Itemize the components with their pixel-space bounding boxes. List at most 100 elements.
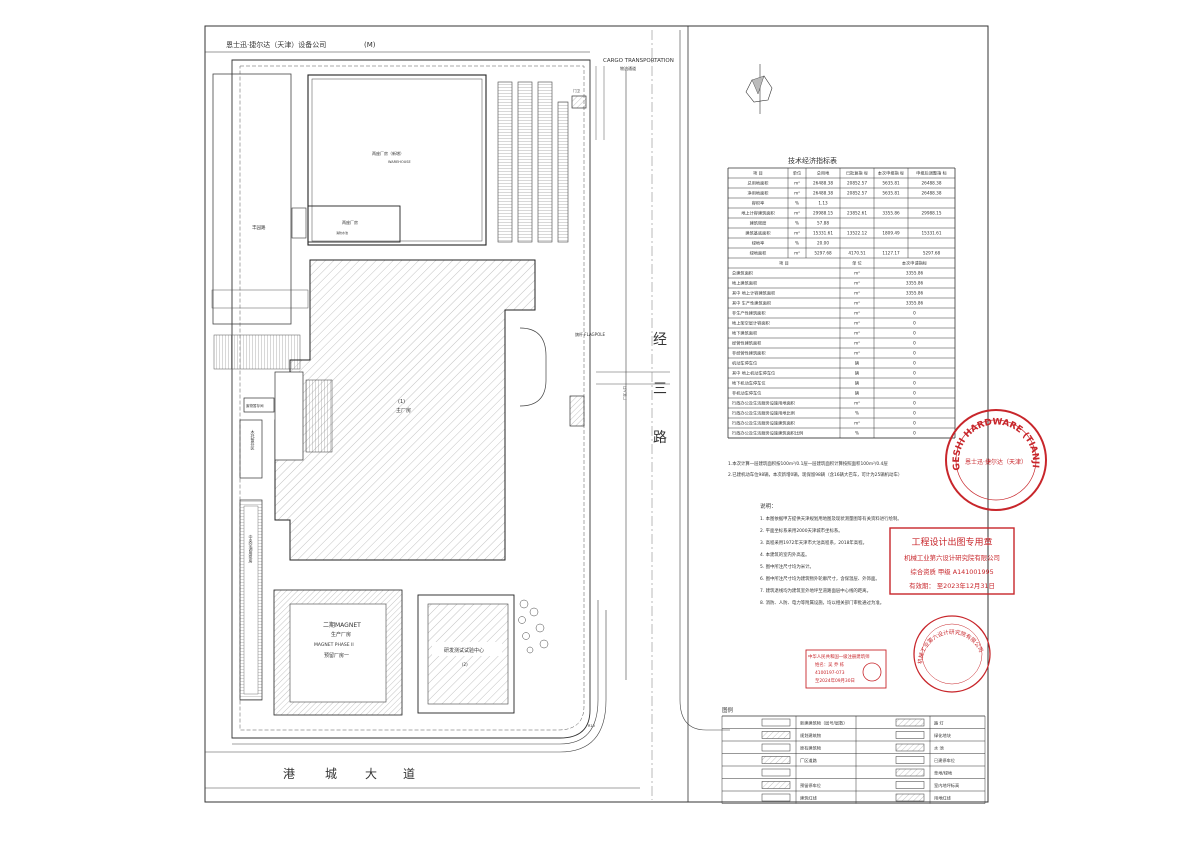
table-cell: % xyxy=(855,411,859,416)
note-3: 3. 高程采用1972年天津市大沽高程系，2018年高程。 xyxy=(760,539,867,546)
table-cell: 29988.15 xyxy=(922,211,942,216)
table-cell: 57.88 xyxy=(817,221,829,226)
architect-seal-icon xyxy=(862,662,882,682)
table-cell: m² xyxy=(854,331,860,336)
table-cell: 1809.49 xyxy=(882,231,900,236)
owner-label: 恩士迅·捷尔达（天津）设备公司 xyxy=(226,40,326,49)
left-road-label: 丰园路 xyxy=(252,224,266,231)
table-cell: 非机动车停车位 xyxy=(732,390,761,397)
table-cell: 申报后调整指 标 xyxy=(916,170,947,177)
table-cell: 其中 地上计容建筑面积 xyxy=(732,290,775,297)
legend-symbol xyxy=(761,743,791,752)
table-foot-1: 1.本次计算一层建筑面积按100m²/0.1层一层建筑面积计算按照面积100m²… xyxy=(728,460,888,467)
entrance-drive xyxy=(519,327,547,407)
legend-symbol xyxy=(761,793,791,802)
rd-center-label: 研发测试试验中心 xyxy=(444,647,484,654)
table-cell: 本次申报指 标 xyxy=(878,170,904,177)
design-stamp-org: 机械工业第六设计研究院有限公司 xyxy=(904,553,1000,562)
table-cell: 行政办公及生活服务设施用地面积 xyxy=(732,400,795,407)
table-cell: m² xyxy=(854,311,860,316)
design-stamp-title: 工程设计出图专用章 xyxy=(911,536,992,548)
pump-room-label: 中央空调用泵房 xyxy=(249,534,254,564)
entrance-label: 厂区入口 xyxy=(622,386,627,400)
company-seal-cn: 恩士迅·捷尔达（天津） xyxy=(965,458,1027,466)
table-cell: 20852.57 xyxy=(847,191,867,196)
notes-title: 说明： xyxy=(760,502,777,510)
table-cell: 3355.86 xyxy=(906,291,924,296)
note-1: 1. 本图依据甲方提供天津规划用地图及现状测量图等有关资料进行绘制。 xyxy=(760,515,902,522)
legend-label: 厂区道路 xyxy=(800,757,818,764)
architect-stamp-date: 至2024年09月30日 xyxy=(815,677,855,684)
road-edge-2 xyxy=(679,30,730,731)
table-cell: 建筑密度 xyxy=(750,220,768,227)
top-guard-label: 门卫 xyxy=(573,88,581,93)
legend-symbol xyxy=(895,731,925,739)
table-cell: 23852.61 xyxy=(847,211,867,216)
table-cell: 辆 xyxy=(855,380,859,387)
legend-label: 新建建筑物（层号/层数） xyxy=(800,720,847,727)
table-cell: 辆 xyxy=(855,360,859,367)
legend-symbol xyxy=(895,718,925,727)
factory-top-label: 两座厂房（新增） xyxy=(372,150,404,156)
table-cell: 0 xyxy=(913,351,916,356)
table-cell: m² xyxy=(854,351,860,356)
waste-label: 废物暂存间 xyxy=(246,403,264,408)
design-stamp: 工程设计出图专用章 机械工业第六设计研究院有限公司 综合资质 甲级 A14100… xyxy=(889,527,1015,595)
table-cell: 非生产性建筑面积 xyxy=(732,310,766,317)
legend-symbol xyxy=(895,756,925,764)
table-cell: 3355.86 xyxy=(906,271,924,276)
legend-label: 室内地坪标高 xyxy=(934,782,959,789)
table-cell: 0 xyxy=(913,421,916,426)
table-cell: 0 xyxy=(913,361,916,366)
table-cell: 地下机动车停车位 xyxy=(732,380,766,387)
table-cell: 1.13 xyxy=(818,201,828,206)
table-cell: 项 目 xyxy=(753,171,763,177)
table-cell: m² xyxy=(794,251,800,256)
annex-label: 两座厂房 xyxy=(342,219,358,225)
table-cell: 20852.57 xyxy=(847,181,867,186)
table-cell: m² xyxy=(854,341,860,346)
table-cell: 1127.17 xyxy=(882,251,900,256)
table-cell: 0 xyxy=(913,331,916,336)
green-strip-top xyxy=(211,289,309,309)
legend-symbol xyxy=(895,768,925,777)
table-title: 技术经济指标表 xyxy=(788,156,837,165)
table-cell: 0 xyxy=(913,431,916,436)
table-cell: 地上计容建筑面积 xyxy=(741,210,775,217)
table-cell: 0 xyxy=(913,341,916,346)
legend-label: 用地红线 xyxy=(934,795,952,802)
legend-symbol xyxy=(761,731,791,739)
magnet-cn2: 预留厂房一 xyxy=(324,652,349,659)
table-cell: 其中 生产性建筑面积 xyxy=(732,300,771,307)
table-cell: m² xyxy=(854,421,860,426)
architect-stamp-title: 中华人民共和国一级注册建筑师 xyxy=(808,653,870,660)
table-cell: 本次申请指标 xyxy=(902,260,927,267)
architect-stamp: 中华人民共和国一级注册建筑师 姓名：吴 乔 栋 4100197-073 至202… xyxy=(805,649,887,689)
table-cell: 建筑基底面积 xyxy=(745,230,770,237)
table-cell: 行政办公及生活服务设施建筑面积 xyxy=(732,420,795,427)
table-cell: 地上架空层计容面积 xyxy=(732,320,770,327)
table-cell: 0 xyxy=(913,321,916,326)
table-cell: 13522.12 xyxy=(847,231,867,236)
main-road-char-3: 路 xyxy=(653,430,667,446)
rd-center-num: (2) xyxy=(462,662,468,667)
table-cell: 辆 xyxy=(855,370,859,377)
legend-label: 建筑红线 xyxy=(800,795,818,802)
legend-label: 原有建筑物 xyxy=(800,745,821,752)
table-cell: 项 目 xyxy=(779,261,789,267)
table-cell: 3355.86 xyxy=(882,211,900,216)
table-cell: m² xyxy=(794,181,800,186)
table-cell: % xyxy=(795,201,799,206)
table-cell: % xyxy=(795,221,799,226)
note-4: 4. 本建筑的室内外高差。 xyxy=(760,551,810,558)
legend-symbol xyxy=(761,781,791,789)
legend-label: 路 灯 xyxy=(934,720,945,727)
table-cell: 0 xyxy=(913,401,916,406)
legend-symbol xyxy=(761,718,791,727)
site-plan: 恩士迅·捷尔达（天津）设备公司 (M) 丰园路 两座厂房（新增） WAREHOU… xyxy=(205,30,730,800)
legend-symbol xyxy=(895,743,925,752)
tech-index-table: 技术经济指标表 项 目单位总用地已批复指 标本次申报指 标申报后调整指 标总用地… xyxy=(727,156,956,478)
main-factory-label: 主厂房 xyxy=(396,407,411,414)
legend-label: 水 池 xyxy=(934,745,945,751)
table-cell: 地下建筑面积 xyxy=(732,330,757,337)
